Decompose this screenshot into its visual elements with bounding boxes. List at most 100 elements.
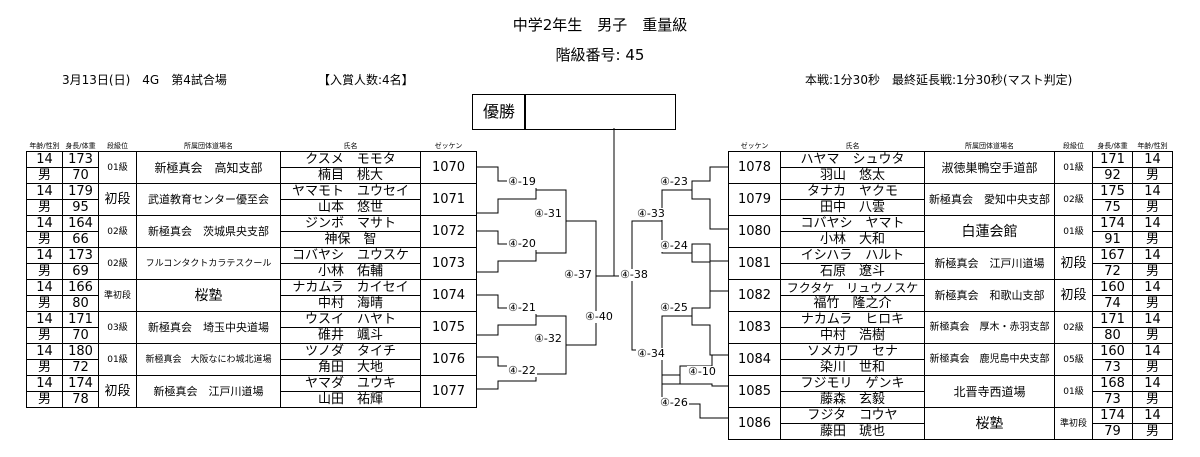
bracket-line-right-r1-c bbox=[691, 290, 728, 356]
match-label: ④-31 bbox=[533, 207, 563, 220]
age-cell: 14 bbox=[26, 343, 63, 360]
age-cell: 14 bbox=[1132, 215, 1173, 232]
sex-cell: 男 bbox=[1132, 423, 1173, 440]
match-label: ④-21 bbox=[507, 301, 537, 314]
bracket-line-left-r1-a bbox=[476, 166, 537, 214]
zekken-cell: 1082 bbox=[728, 279, 781, 312]
sex-cell: 男 bbox=[26, 327, 63, 344]
match-label: ④-37 bbox=[563, 268, 593, 281]
champion-label: 優勝 bbox=[472, 94, 526, 130]
rank-cell: 初段 bbox=[1054, 279, 1093, 312]
rank-cell: 02級 bbox=[98, 215, 137, 248]
age-cell: 14 bbox=[1132, 247, 1173, 264]
zekken-cell: 1085 bbox=[728, 375, 781, 408]
match-label: ④-26 bbox=[659, 396, 689, 409]
zekken-cell: 1072 bbox=[420, 215, 477, 248]
weight-cell: 66 bbox=[62, 231, 99, 248]
name-cell: 藤森 玄毅 bbox=[780, 391, 925, 408]
dojo-cell: 桜塾 bbox=[924, 407, 1055, 440]
age-cell: 14 bbox=[1132, 343, 1173, 360]
height-cell: 171 bbox=[1092, 311, 1133, 328]
rank-cell: 01級 bbox=[1054, 151, 1093, 184]
bracket-line-right-r1-b bbox=[691, 243, 728, 292]
col-header-height-weight: 身長/体重 bbox=[65, 142, 96, 150]
name-cell: 山田 祐輝 bbox=[280, 391, 421, 408]
kana-name-cell: フジモリ ゲンキ bbox=[780, 375, 925, 392]
dojo-cell: 桜塾 bbox=[136, 279, 281, 312]
zekken-cell: 1076 bbox=[420, 343, 477, 376]
height-cell: 180 bbox=[62, 343, 99, 360]
height-cell: 173 bbox=[62, 247, 99, 264]
col-header-zekken: ゼッケン bbox=[434, 142, 463, 150]
zekken-cell: 1070 bbox=[420, 151, 477, 184]
kana-name-cell: フクタケ リュウノスケ bbox=[780, 279, 925, 296]
col-header-name: 氏名 bbox=[343, 142, 358, 150]
name-cell: 中村 浩樹 bbox=[780, 327, 925, 344]
sex-cell: 男 bbox=[1132, 231, 1173, 248]
champion-box bbox=[524, 94, 676, 130]
page-title: 中学2年生 男子 重量級 bbox=[512, 16, 688, 34]
zekken-cell: 1074 bbox=[420, 279, 477, 312]
name-cell: 羽山 悠太 bbox=[780, 167, 925, 184]
dojo-cell: 新極真会 江戸川道場 bbox=[136, 375, 281, 408]
age-cell: 14 bbox=[1132, 407, 1173, 424]
sex-cell: 男 bbox=[1132, 391, 1173, 408]
dojo-cell: 新極真会 江戸川道場 bbox=[924, 247, 1055, 280]
zekken-cell: 1075 bbox=[420, 311, 477, 344]
bracket-line-left-r2-b bbox=[536, 315, 567, 375]
col-header-affiliation: 所属団体道場名 bbox=[184, 142, 233, 150]
dojo-cell: 武道教育センター優至会 bbox=[136, 183, 281, 216]
age-cell: 14 bbox=[26, 375, 63, 392]
age-cell: 14 bbox=[26, 279, 63, 296]
weight-cell: 70 bbox=[62, 167, 99, 184]
name-cell: 碓井 颯斗 bbox=[280, 327, 421, 344]
col-header-rank: 段級位 bbox=[1063, 142, 1084, 150]
match-label: ④-32 bbox=[533, 332, 563, 345]
sex-cell: 男 bbox=[1132, 327, 1173, 344]
dojo-cell: 新極真会 埼玉中央道場 bbox=[136, 311, 281, 344]
class-number: 階級番号: 45 bbox=[555, 46, 645, 64]
prize-count: 【入賞人数:4名】 bbox=[318, 73, 414, 87]
weight-cell: 69 bbox=[62, 263, 99, 280]
bracket-line-left-r3 bbox=[566, 220, 597, 346]
name-cell: 藤田 琥也 bbox=[780, 423, 925, 440]
sex-cell: 男 bbox=[1132, 167, 1173, 184]
match-label: ④-20 bbox=[507, 237, 537, 250]
age-cell: 14 bbox=[1132, 151, 1173, 168]
match-label: ④-23 bbox=[659, 175, 689, 188]
match-label: ④-19 bbox=[507, 175, 537, 188]
match-label: ④-10 bbox=[687, 365, 717, 378]
match-label: ④-34 bbox=[636, 347, 666, 360]
weight-cell: 79 bbox=[1092, 423, 1133, 440]
rank-cell: 初段 bbox=[98, 183, 137, 216]
dojo-cell: 新極真会 鹿児島中央支部 bbox=[924, 343, 1055, 376]
dojo-cell: 新極真会 愛知中央支部 bbox=[924, 183, 1055, 216]
bracket-line-right-r2-a bbox=[661, 189, 692, 254]
match-label: ④-33 bbox=[636, 207, 666, 220]
age-cell: 14 bbox=[26, 247, 63, 264]
zekken-cell: 1077 bbox=[420, 375, 477, 408]
bracket-line-right-r3 bbox=[631, 220, 662, 351]
col-header-affiliation: 所属団体道場名 bbox=[965, 142, 1014, 150]
weight-cell: 78 bbox=[62, 391, 99, 408]
rank-cell: 02級 bbox=[1054, 183, 1093, 216]
name-cell: 田中 八雲 bbox=[780, 199, 925, 216]
